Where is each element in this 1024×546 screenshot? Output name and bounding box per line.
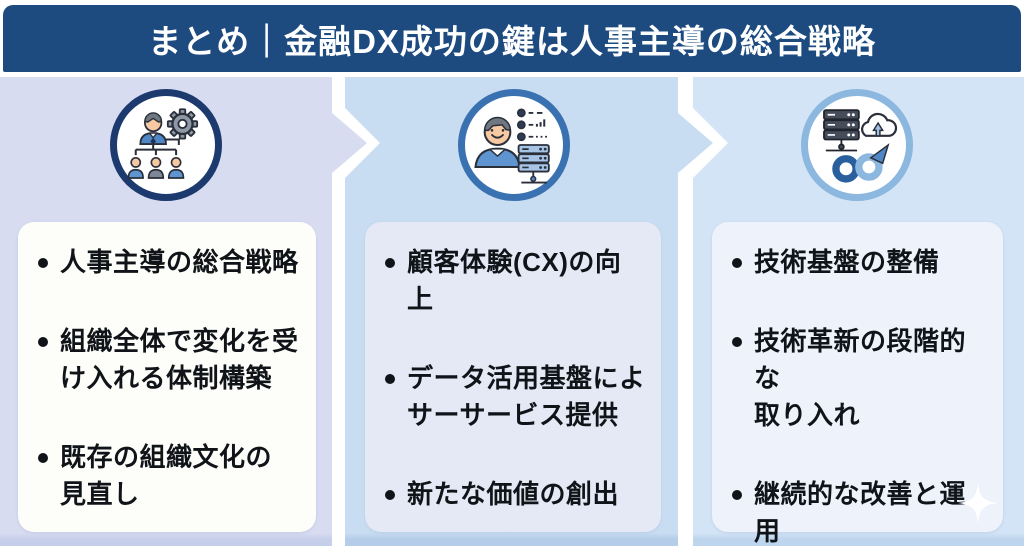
bullet-dot (732, 258, 742, 268)
bullet-item: 組織全体で変化を受 け入れる体制構築 (34, 323, 302, 397)
bullet-text: 人事主導の総合戦略 (60, 247, 299, 277)
bullet-text: 技術基盤の整備 (754, 247, 940, 277)
bullet-item: 既存の組織文化の 見直し (34, 439, 302, 513)
page-title: まとめ｜金融DX成功の鍵は人事主導の総合戦略 (148, 22, 876, 60)
bullet-item: データ活用基盤によ サーサービス提供 (381, 360, 647, 434)
bullet-dot (732, 337, 742, 347)
bullet-item: 人事主導の総合戦略 (34, 244, 302, 281)
bullet-dot (38, 453, 48, 463)
org-chart-manager-gear-graphic (127, 108, 199, 179)
bullet-dot (385, 490, 395, 500)
bullet-item: 継続的な改善と運用 設計 (728, 476, 989, 546)
bullet-text: 組織全体で変化を受 け入れる体制構築 (60, 326, 299, 393)
bullet-dot (38, 337, 48, 347)
bullet-text: 新たな価値の創出 (407, 479, 620, 509)
bullet-item: 顧客体験(CX)の向上 (381, 244, 647, 318)
org-chart-manager-gear-icon (110, 89, 222, 201)
bullet-item: 技術革新の段階的な 取り入れ (728, 323, 989, 434)
bullet-text: 既存の組織文化の 見直し (60, 442, 273, 509)
bullet-item: 新たな価値の創出 (381, 476, 647, 513)
bullet-text: 顧客体験(CX)の向上 (407, 247, 622, 314)
card-hr-strategy: 人事主導の総合戦略 組織全体で変化を受 け入れる体制構築 既存の組織文化の 見直… (18, 222, 316, 532)
card-customer-experience: 顧客体験(CX)の向上 データ活用基盤によ サーサービス提供 新たな価値の創出 (365, 222, 661, 532)
server-cloud-devops-icon (801, 89, 913, 201)
bullet-item: 技術基盤の整備 (728, 244, 989, 281)
bullet-text: データ活用基盤によ サーサービス提供 (407, 363, 646, 430)
bullet-dot (385, 258, 395, 268)
customer-data-service-graphic (474, 108, 550, 184)
sparkle-icon (957, 482, 999, 524)
bullet-dot (38, 258, 48, 268)
bullet-dot (385, 374, 395, 384)
title-bar: まとめ｜金融DX成功の鍵は人事主導の総合戦略 (3, 5, 1021, 72)
bullet-text: 継続的な改善と運用 設計 (754, 479, 967, 546)
bullet-dot (732, 490, 742, 500)
bullet-text: 技術革新の段階的な 取り入れ (754, 326, 967, 430)
server-cloud-devops-graphic (823, 109, 898, 183)
card-technology: 技術基盤の整備 技術革新の段階的な 取り入れ 継続的な改善と運用 設計 (712, 222, 1003, 546)
customer-data-service-icon (458, 89, 570, 201)
